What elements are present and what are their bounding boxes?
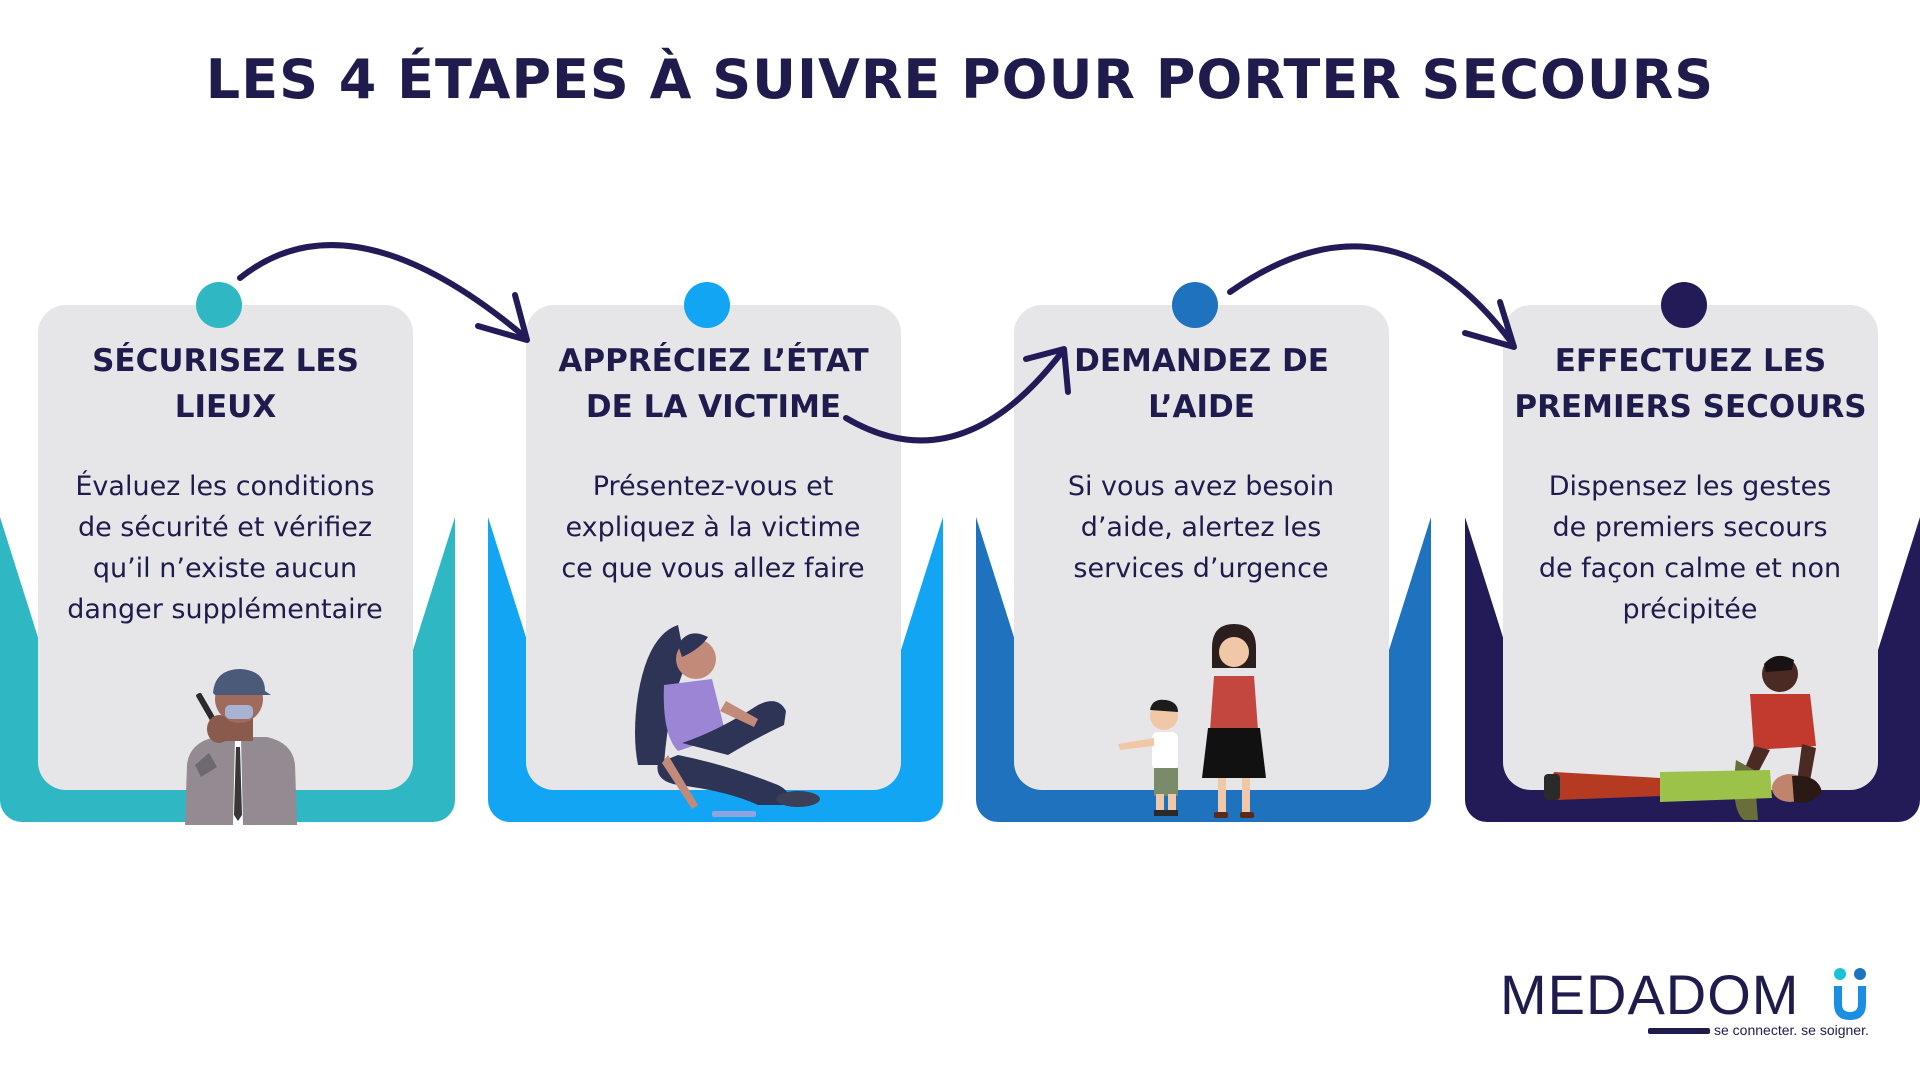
step-text-line: ce que vous allez faire <box>561 553 865 584</box>
step-card-3: DEMANDEZ DE L’AIDE Si vous avez besoin d… <box>976 0 1431 1080</box>
step-text-line: Évaluez les conditions <box>75 471 375 502</box>
step-dot-1 <box>196 282 242 328</box>
step-text-line: de sécurité et vérifiez <box>77 512 373 543</box>
arrow-step2-to-step3 <box>843 349 1065 444</box>
arrow-head-3 <box>1462 299 1517 350</box>
step-text-line: qu’il n’existe aucun <box>92 553 358 584</box>
step-heading-line: LIEUX <box>174 389 277 425</box>
step-text-line: Si vous avez besoin <box>1067 471 1335 502</box>
step-text-line: de premiers secours <box>1552 512 1828 543</box>
step-dot-4 <box>1661 282 1707 328</box>
step-dot-2 <box>684 282 730 328</box>
step-text-3: Si vous avez besoin d’aide, alertez les … <box>1026 466 1376 589</box>
logo-wordmark: MEDADOM <box>1500 963 1800 1026</box>
medadom-logo: MEDADOM se connecter. se soigner. <box>1500 962 1880 1042</box>
step-heading-line: EFFECTUEZ LES <box>1554 343 1827 379</box>
arrow-step1-to-step2 <box>237 242 528 340</box>
arrow-head-2 <box>1023 346 1071 395</box>
step-heading-line: APPRÉCIEZ L’ÉTAT <box>558 343 869 379</box>
step-heading-1: SÉCURISEZ LES LIEUX <box>38 338 413 430</box>
step-text-4: Dispensez les gestes de premiers secours… <box>1515 466 1865 630</box>
step-text-line: expliquez à la victime <box>565 512 861 543</box>
step-text-line: danger supplémentaire <box>67 594 383 625</box>
step-text-line: de façon calme et non <box>1538 553 1842 584</box>
step-card-1: SÉCURISEZ LES LIEUX Évaluez les conditio… <box>0 0 455 1080</box>
logo-bar <box>1648 1028 1710 1034</box>
step-heading-line: SÉCURISEZ LES <box>92 343 359 379</box>
step-text-line: d’aide, alertez les <box>1080 512 1322 543</box>
arrow-step3-to-step4 <box>1227 243 1515 346</box>
arrow-head-1 <box>475 292 530 343</box>
step-heading-2: APPRÉCIEZ L’ÉTAT DE LA VICTIME <box>526 338 901 430</box>
step-card-2: APPRÉCIEZ L’ÉTAT DE LA VICTIME Présentez… <box>488 0 943 1080</box>
step-panel-4 <box>1503 305 1878 790</box>
first-aid-illustration <box>1544 655 1822 820</box>
step-panel-3 <box>1014 305 1389 790</box>
step-dot-3 <box>1172 282 1218 328</box>
step-heading-line: DE LA VICTIME <box>585 389 842 425</box>
step-text-line: Présentez-vous et <box>592 471 834 502</box>
step-heading-line: DEMANDEZ DE <box>1074 343 1329 379</box>
sitting-woman-illustration <box>635 625 820 817</box>
step-text-line: services d’urgence <box>1073 553 1329 584</box>
step-text-1: Évaluez les conditions de sécurité et vé… <box>50 466 400 630</box>
security-guard-illustration <box>185 669 297 825</box>
logo-tagline: se connecter. se soigner. <box>1714 1022 1869 1038</box>
logo-mark-icon <box>1834 968 1866 1020</box>
step-text-line: Dispensez les gestes <box>1548 471 1832 502</box>
step-heading-4: EFFECTUEZ LES PREMIERS SECOURS <box>1503 338 1878 430</box>
child-and-woman-illustration <box>1118 624 1266 818</box>
step-heading-3: DEMANDEZ DE L’AIDE <box>1014 338 1389 430</box>
step-text-line: précipitée <box>1622 594 1758 625</box>
step-card-4: EFFECTUEZ LES PREMIERS SECOURS Dispensez… <box>1465 0 1920 1080</box>
page-title: LES 4 ÉTAPES À SUIVRE POUR PORTER SECOUR… <box>205 48 1715 111</box>
step-heading-line: L’AIDE <box>1148 389 1255 425</box>
step-heading-line: PREMIERS SECOURS <box>1514 389 1867 425</box>
step-text-2: Présentez-vous et expliquez à la victime… <box>538 466 888 589</box>
